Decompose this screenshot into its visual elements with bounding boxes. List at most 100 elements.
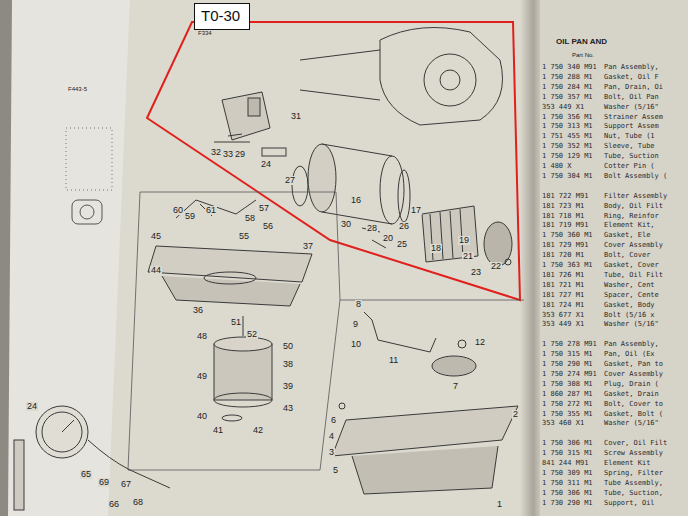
part-name: Sleeve, Tube [604, 143, 655, 150]
part-name: Bolt Assembly ( [604, 173, 667, 180]
filter-element [422, 206, 478, 262]
callout-number: 12 [474, 338, 486, 347]
callout-number: 29 [234, 150, 246, 159]
callout-number: 23 [470, 268, 482, 277]
part-name: Body, Oil Filt [604, 203, 663, 210]
callout-number: 48 [196, 332, 208, 341]
gasket-ring [398, 170, 410, 222]
part-name: Spring, Filter [604, 470, 663, 477]
part-name: Spacer, Cente [604, 292, 659, 299]
callout-number: 10 [350, 340, 362, 349]
part-number: 1 480 X [542, 163, 572, 170]
part-name: Bolt, Cover [604, 252, 650, 259]
callout-number: 56 [262, 222, 274, 231]
part-name: Cover Assembly [604, 242, 663, 249]
callout-number: 19 [458, 236, 470, 245]
part-name: Filter Assembly [604, 193, 667, 200]
callout-number: 40 [196, 412, 208, 421]
nut [458, 340, 466, 348]
part-number: 1 751 455 M1 [542, 133, 593, 140]
part-name: Washer, Cent [604, 282, 655, 289]
generator-body [380, 28, 503, 126]
main-page [108, 0, 530, 516]
part-number: 1 750 129 M1 [542, 153, 593, 160]
part-name: Support Assem [604, 123, 659, 130]
pulley [424, 54, 476, 106]
part-number: 1 730 290 M1 [542, 500, 593, 507]
page-text: F443-5 [68, 86, 87, 92]
part-name: Element Kit [604, 460, 650, 467]
bracket [222, 92, 270, 140]
callout-number: 16 [350, 196, 362, 205]
part-name: Element Kit, [604, 222, 655, 229]
part-name: Pan Assembly, [604, 64, 659, 71]
callout-number: 7 [452, 382, 459, 391]
callout-number: 41 [212, 426, 224, 435]
callout-number: 50 [282, 342, 294, 351]
part-name: Plug, Drain ( [604, 381, 659, 388]
part-number: 1 750 272 M1 [542, 401, 593, 408]
oil-filter-bottom [214, 393, 272, 407]
callout-number: 24 [260, 160, 272, 169]
callout-number: 18 [430, 244, 442, 253]
part-number: 1 750 306 M1 [542, 440, 593, 447]
gauge-line [88, 440, 170, 488]
part-number: 1 750 357 M1 [542, 94, 593, 101]
part-name: Washer (5/16" [604, 420, 659, 427]
part-name: Gasket, Ele [604, 232, 650, 239]
part-name: Washer (5/16" [604, 321, 659, 328]
lower-pan-body [352, 446, 498, 494]
part-name: Tube, Suction, [604, 490, 663, 497]
section-frame [128, 192, 524, 470]
part-name: Bolt, Oil Pan [604, 94, 659, 101]
oil-pan-rim [148, 246, 312, 282]
callout-number: 2 [512, 410, 519, 419]
part-number: 1 750 278 M91 [542, 341, 597, 348]
callout-number: 5 [332, 466, 339, 475]
part-number: 1 750 304 M1 [542, 173, 593, 180]
part-name: Gasket, Body [604, 302, 655, 309]
plug [339, 403, 345, 409]
oil-filter [214, 344, 272, 400]
callout-number: 21 [462, 252, 474, 261]
part-number: 1 750 288 M1 [542, 74, 593, 81]
upper-filter-group [214, 28, 512, 267]
callout-number: 6 [330, 416, 337, 425]
part-name: Bolt (5/16 x [604, 312, 655, 319]
right-page [540, 0, 688, 516]
callout-number: 30 [340, 220, 352, 229]
part-number: 1 750 360 M1 [542, 232, 593, 239]
part-name: Cover Assembly [604, 371, 663, 378]
callout-number: 24 [26, 402, 38, 411]
side-part [14, 440, 24, 510]
part-number: 1 750 311 M1 [542, 480, 593, 487]
page-text: F334 [198, 30, 212, 36]
callout-number: 55 [238, 232, 250, 241]
bolts [214, 134, 250, 142]
callout-number: 58 [244, 214, 256, 223]
fitting-sketch [80, 205, 94, 219]
cover-bolt [505, 259, 511, 265]
page-text: OIL PAN AND [556, 38, 607, 46]
callout-number: 9 [352, 320, 359, 329]
callout-number: 3 [328, 448, 335, 457]
part-name: Gasket, Pan to [604, 361, 663, 368]
part-number: 181 726 M1 [542, 272, 584, 279]
ring [292, 166, 308, 206]
callout-number: 67 [120, 480, 132, 489]
callout-number: 37 [302, 242, 314, 251]
callout-number: 36 [192, 306, 204, 315]
part-number: 181 722 M91 [542, 193, 588, 200]
filter-body [322, 144, 392, 224]
callout-number: 65 [80, 470, 92, 479]
part-name: Cotter Pin ( [604, 163, 655, 170]
callout-number: 49 [196, 372, 208, 381]
gauge-group [14, 406, 170, 510]
callout-number: 25 [396, 240, 408, 249]
part-name: Ring, Reinfor [604, 213, 659, 220]
part-name: Screw Assembly [604, 450, 663, 457]
callout-number: 8 [355, 300, 362, 309]
part-number: 353 449 X1 [542, 104, 584, 111]
